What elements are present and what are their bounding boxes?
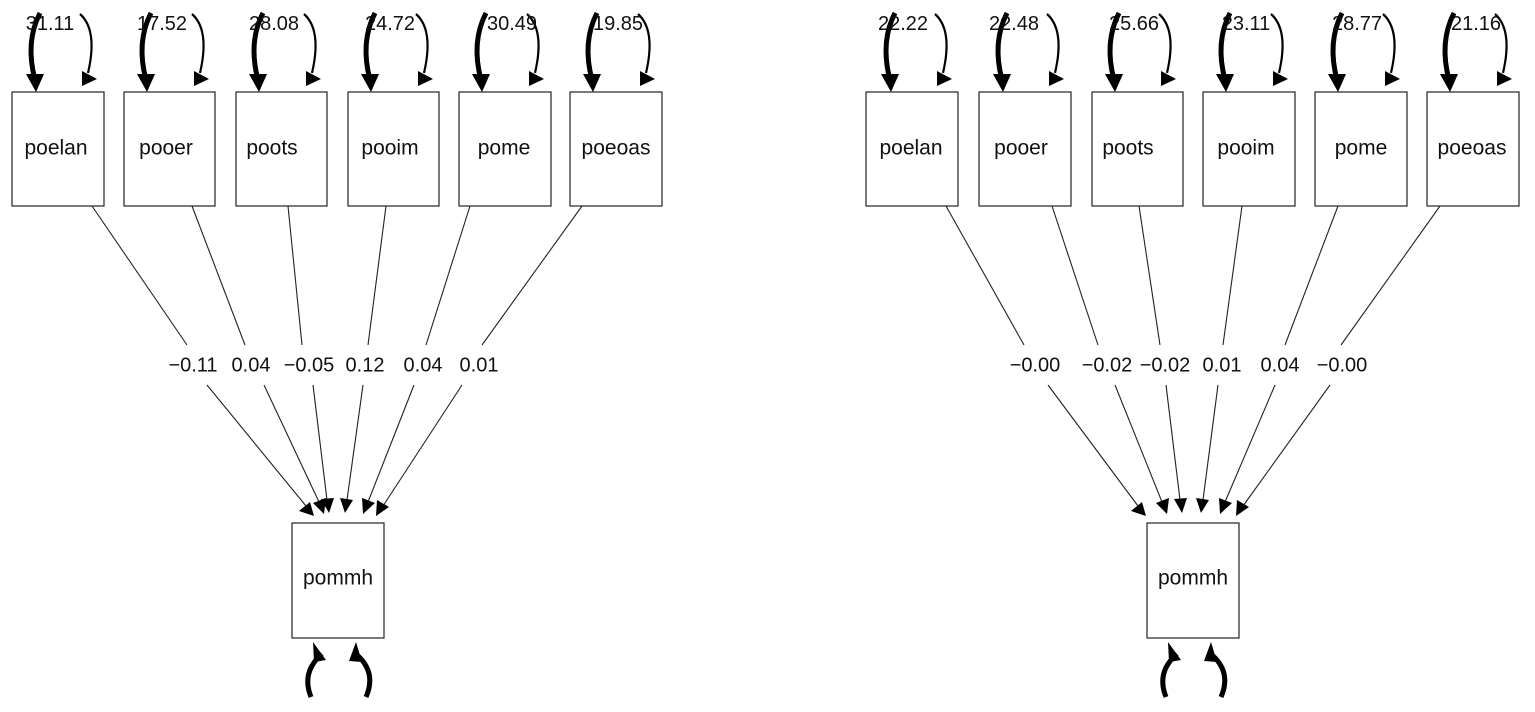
variance-loop (993, 11, 1064, 92)
path-arrow (1219, 384, 1276, 514)
path-line-upper (1340, 205, 1441, 346)
path-line-upper (191, 205, 246, 346)
variable-box (1091, 91, 1184, 207)
variance-loop (472, 11, 544, 92)
residual-loop (1160, 642, 1228, 699)
path-line-upper (1222, 205, 1243, 346)
variable-box (1426, 91, 1520, 207)
variable-box (235, 91, 328, 207)
path-arrow (263, 384, 326, 514)
path-diagram-left: poelan pooer poots pooim pome poeoas (11, 11, 663, 699)
path-arrow (1196, 384, 1219, 513)
path-coefficient: 0.12 (346, 354, 385, 376)
outcome-box (1146, 522, 1240, 639)
residual-loop (305, 642, 373, 699)
path-coefficient: −0.05 (284, 354, 335, 376)
variance-value: 28.77 (1332, 13, 1382, 35)
path-coefficient: −0.00 (1010, 354, 1061, 376)
variance-loop (1440, 11, 1512, 92)
variable-box (11, 91, 105, 207)
variable-label: pome (1335, 137, 1388, 160)
path-line-upper (91, 205, 188, 346)
variable-box (569, 91, 663, 207)
variable-label: poelan (879, 137, 942, 160)
path-line-upper (1051, 205, 1099, 346)
variable-label: pome (478, 137, 531, 160)
path-coefficient: −0.00 (1317, 354, 1368, 376)
variance-value: 31.11 (26, 13, 75, 35)
path-line-upper (425, 205, 471, 346)
variable-label: poots (246, 137, 297, 160)
path-arrow (1165, 384, 1187, 513)
variance-loop (361, 11, 433, 92)
variance-loop (583, 11, 655, 92)
variable-label: poelan (24, 137, 87, 160)
path-arrow (1114, 384, 1169, 514)
variable-box (1202, 91, 1296, 207)
variable-box (1314, 91, 1408, 207)
variance-loop (137, 11, 209, 92)
path-arrow (340, 384, 364, 513)
path-coefficient: −0.02 (1082, 354, 1133, 376)
variable-label: poeoas (582, 137, 651, 160)
variable-box (865, 91, 959, 207)
variance-value: 28.08 (249, 13, 299, 35)
variance-loop (1216, 11, 1288, 92)
path-coefficient: 0.01 (460, 354, 499, 376)
variance-value: 19.85 (593, 13, 643, 35)
path-line-upper (1284, 205, 1339, 346)
variable-label: pooer (139, 137, 193, 160)
variable-box (978, 91, 1072, 207)
variable-label: pooim (361, 137, 418, 160)
variance-loop (1105, 11, 1176, 92)
path-line-upper (367, 205, 387, 346)
path-arrow (376, 384, 463, 516)
variance-value: 23.11 (1222, 13, 1271, 35)
variance-loop (1328, 11, 1400, 92)
path-coefficient: −0.02 (1140, 354, 1191, 376)
path-coefficient: 0.04 (232, 354, 271, 376)
path-line-upper (945, 205, 1025, 346)
path-line-upper (1138, 205, 1161, 346)
variable-label: poots (1102, 137, 1153, 160)
variable-label: pooim (1217, 137, 1274, 160)
path-line-upper (481, 205, 583, 346)
outcome-label: pommh (303, 567, 373, 590)
variable-label: poeoas (1438, 137, 1507, 160)
path-coefficient: 0.04 (404, 354, 443, 376)
path-line-upper (287, 205, 303, 346)
variance-value: 22.48 (989, 13, 1039, 35)
path-coefficient: −0.11 (168, 354, 217, 376)
variance-loop (249, 11, 321, 92)
variable-box (458, 91, 552, 207)
outcome-box (291, 522, 385, 639)
variable-label: pooer (994, 137, 1048, 160)
path-diagram-right: poelan pooer poots pooim pome poeoas (865, 11, 1520, 699)
variance-loop (26, 11, 97, 92)
variance-value: 30.49 (487, 13, 537, 35)
path-arrow (312, 384, 334, 513)
path-arrow (1236, 384, 1331, 516)
path-arrow (206, 384, 314, 516)
variance-value: 24.72 (365, 13, 415, 35)
variance-loop (881, 11, 952, 92)
variance-value: 21.16 (1451, 13, 1501, 35)
path-coefficient: 0.04 (1261, 354, 1300, 376)
outcome-label: pommh (1158, 567, 1228, 590)
variable-box (123, 91, 216, 207)
variance-value: 22.22 (878, 13, 928, 35)
variance-value: 17.52 (137, 13, 187, 35)
variable-box (347, 91, 440, 207)
path-arrow (1047, 384, 1146, 516)
path-coefficient: 0.01 (1203, 354, 1242, 376)
variance-value: 25.66 (1109, 13, 1159, 35)
path-arrow (362, 384, 415, 514)
